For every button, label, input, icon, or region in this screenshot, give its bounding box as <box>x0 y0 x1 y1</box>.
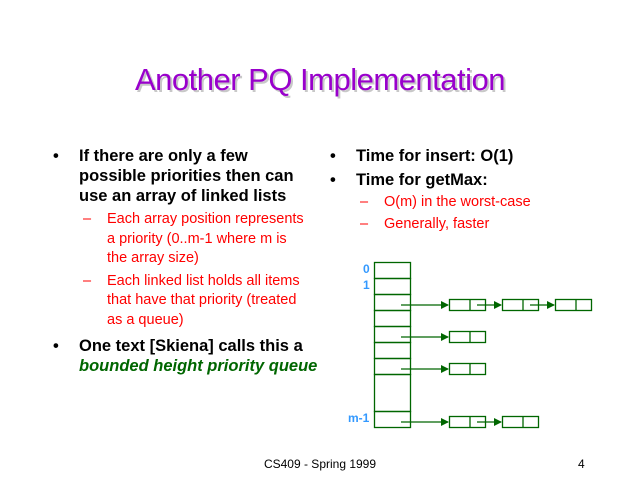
list-node <box>554 298 593 312</box>
bullet-item: • Time for getMax: <box>330 170 616 190</box>
sub-bullet-item: – Each linked list holds all items that … <box>83 272 307 331</box>
list-node <box>448 362 487 376</box>
footer-course: CS409 - Spring 1999 <box>263 457 377 471</box>
array-cell <box>373 277 412 296</box>
bullet-item: • If there are only a few possible prior… <box>53 146 319 206</box>
sub-bullet-item: – Generally, faster <box>360 215 616 235</box>
sub-bullet-item: – Each array position represents a prior… <box>83 210 307 269</box>
right-column: • Time for insert: O(1) • Time for getMa… <box>330 146 616 235</box>
bullet-text: Time for getMax: <box>356 171 488 189</box>
dash-icon: – <box>83 272 92 289</box>
index-label-last: m-1 <box>348 411 370 425</box>
sub-bullet-text: Each linked list holds all items that ha… <box>107 272 300 328</box>
list-node <box>501 415 540 429</box>
bullet-text: Time for insert: O(1) <box>356 147 514 165</box>
index-label-0: 0 <box>363 262 370 276</box>
array-cell <box>373 410 412 429</box>
emphasis-text: bounded height priority queue <box>79 357 318 375</box>
array-cell <box>373 325 412 344</box>
sub-bullet-text: O(m) in the worst-case <box>384 194 531 210</box>
left-column: • If there are only a few possible prior… <box>53 146 319 376</box>
index-label-1: 1 <box>363 278 370 292</box>
slide-title: Another PQ Implementation <box>134 62 506 97</box>
dash-icon: – <box>360 194 369 210</box>
dash-icon: – <box>83 211 92 227</box>
array-cell <box>373 357 412 376</box>
sub-bullet-text: Each array position represents a priorit… <box>107 211 304 266</box>
bullet-item: • Time for insert: O(1) <box>330 146 616 166</box>
bullet-icon: • <box>330 147 336 165</box>
page-number: 4 <box>578 457 585 471</box>
bullet-icon: • <box>330 171 336 189</box>
list-node <box>448 330 487 344</box>
array-cell <box>373 373 412 413</box>
bullet-item: • One text [Skiena] calls this a bounded… <box>53 336 319 376</box>
bullet-icon: • <box>53 147 59 165</box>
bullet-text: If there are only a few possible priorit… <box>79 147 294 205</box>
bullet-text: One text [Skiena] calls this a <box>79 337 303 355</box>
bullet-icon: • <box>53 337 59 355</box>
array-cell <box>373 261 412 280</box>
dash-icon: – <box>360 215 369 232</box>
sub-bullet-text: Generally, faster <box>384 215 490 232</box>
array-cell <box>373 309 412 328</box>
array-cell <box>373 341 412 360</box>
sub-bullet-item: – O(m) in the worst-case <box>360 193 616 213</box>
array-cell <box>373 293 412 312</box>
